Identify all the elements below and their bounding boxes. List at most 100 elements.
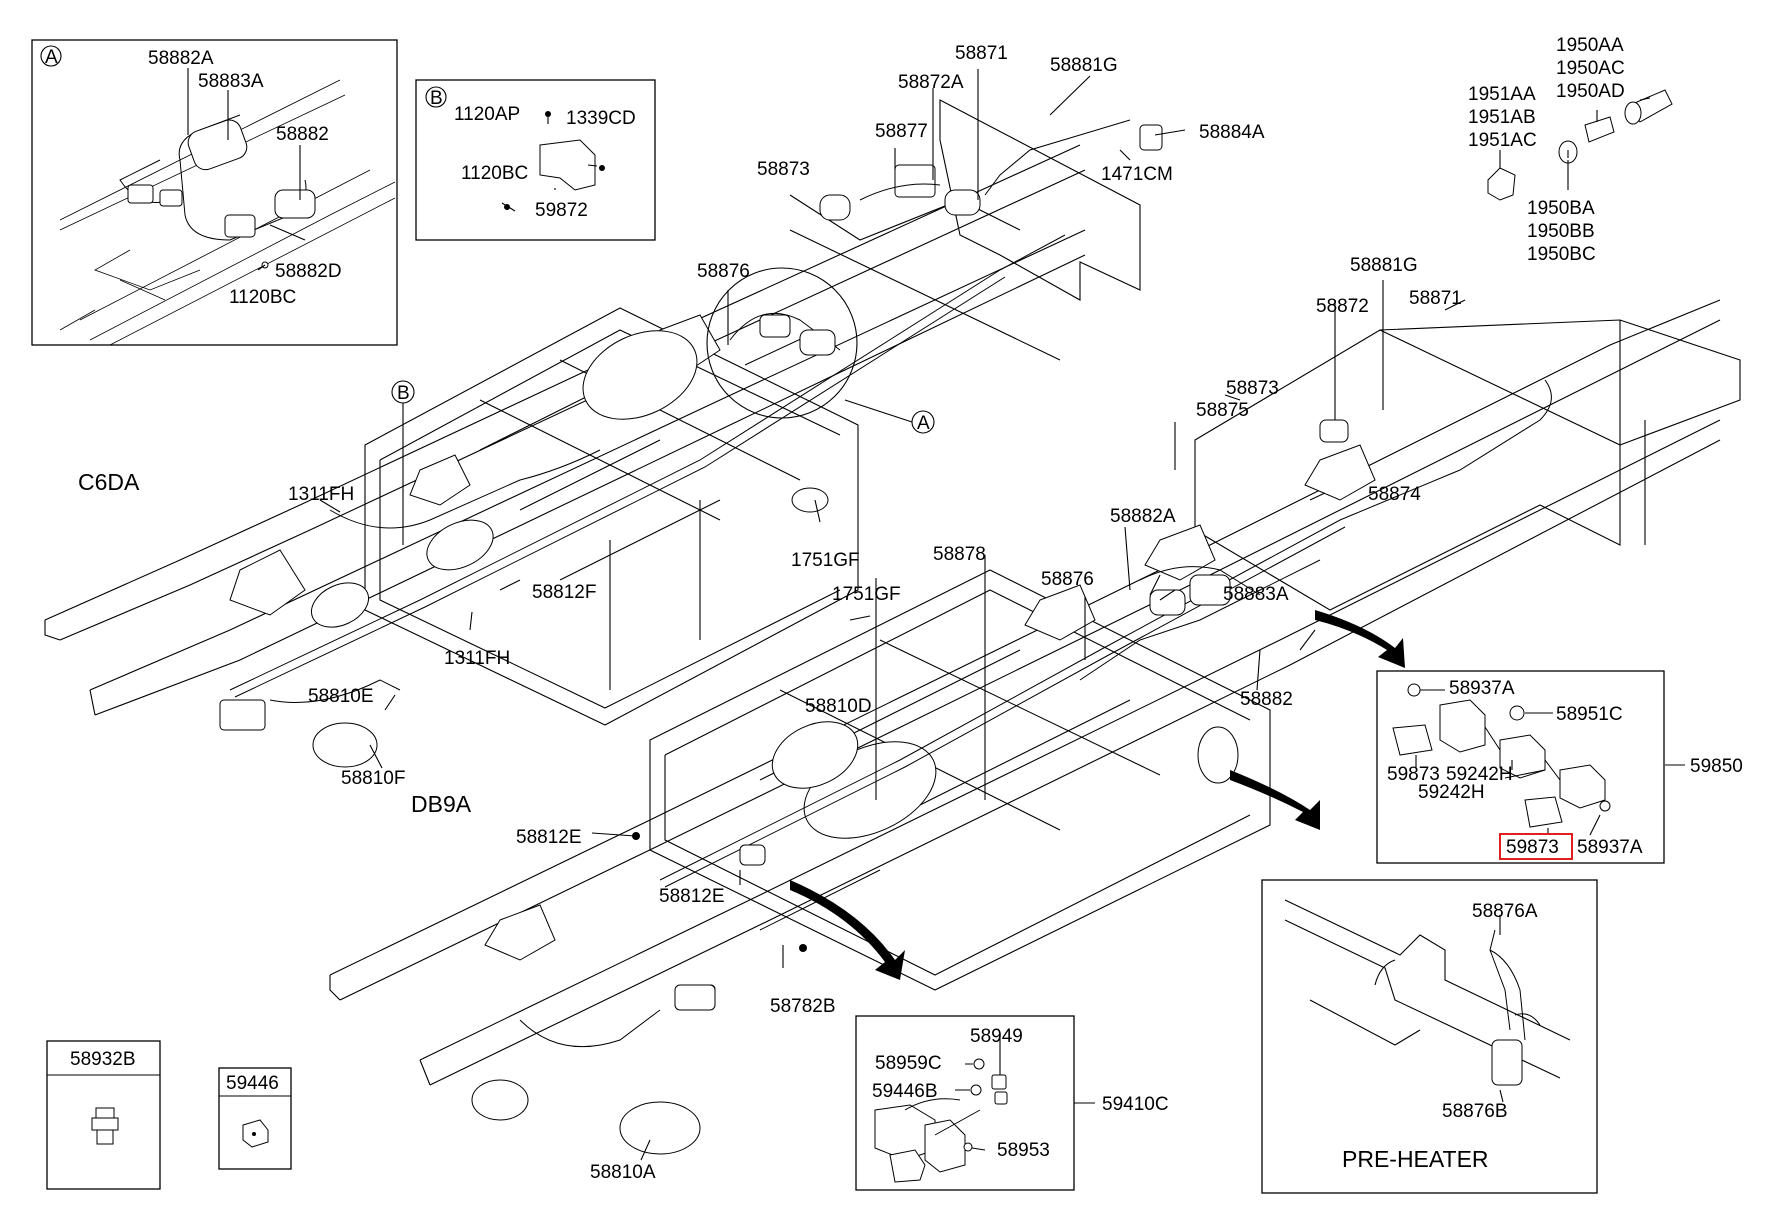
db9a-label-58881g: 58881G: [1350, 255, 1418, 276]
inset-a: A 58882A 58883A 58882 58882D 1120BC: [31, 39, 398, 346]
chassis-c6da: B A C6DA 58871 58881G 58872A 58877 58884…: [44, 43, 1265, 789]
inset-b-label-1339cd: 1339CD: [566, 108, 636, 129]
c6da-air-tank: [582, 330, 698, 420]
inset-a-label-1120bc: 1120BC: [229, 287, 296, 308]
box-59410c: 58949 58959C 59446B 58953 59410C: [855, 1015, 1169, 1191]
fittings-label-1950aa: 1950AA: [1556, 35, 1624, 56]
db9a-label-58883a: 58883A: [1223, 584, 1289, 605]
valve-label-59242h-upper: 59242H: [1446, 764, 1513, 785]
valve-label-59873-left: 59873: [1387, 764, 1440, 785]
valve-label-59242h-lower: 59242H: [1418, 782, 1485, 803]
inset-b: B 1120AP 1339CD 1120BC 59872: [415, 79, 656, 241]
pre-heater-frame: [1261, 879, 1598, 1194]
fittings-label-1950ad: 1950AD: [1556, 81, 1625, 102]
c6da-label-58877: 58877: [875, 121, 928, 142]
c6da-label-58810e: 58810E: [308, 686, 374, 707]
inset-a-frame: [31, 39, 398, 346]
c6da-label-58881g: 58881G: [1050, 55, 1118, 76]
inset-b-frame: [415, 79, 656, 241]
arrow-icon: [1315, 610, 1405, 668]
pre-heater-component: [1491, 1039, 1523, 1086]
db9a-label-1751gf: 1751GF: [832, 584, 901, 605]
pre-heater-label-58876a: 58876A: [1472, 901, 1538, 922]
inset-b-marker: B: [430, 88, 443, 109]
pre-heater-label-58876b: 58876B: [1442, 1101, 1508, 1122]
c6da-label-58884a: 58884A: [1199, 122, 1265, 143]
db9a-label-58871: 58871: [1409, 288, 1462, 309]
c6da-label-58812f: 58812F: [532, 582, 596, 603]
valve-label-58951c: 58951C: [1556, 704, 1623, 725]
db9a-label-58876: 58876: [1041, 569, 1094, 590]
db9a-label-58872: 58872: [1316, 296, 1369, 317]
c6da-label-58810f: 58810F: [341, 768, 405, 789]
fittings-label-1950ba: 1950BA: [1527, 198, 1595, 219]
db9a-label-58812e-upper: 58812E: [516, 827, 582, 848]
inset-b-label-59872: 59872: [535, 200, 588, 221]
fittings-label-1950bb: 1950BB: [1527, 221, 1595, 242]
callout-a: A: [917, 413, 930, 434]
inset-a-label-58882d: 58882D: [275, 261, 342, 282]
highlight-59873-box: [1499, 833, 1573, 860]
valve-label-58937a-top: 58937A: [1449, 678, 1515, 699]
db9a-label-58873: 58873: [1226, 378, 1279, 399]
box-58932b-label: 58932B: [70, 1049, 136, 1070]
db9a-label-58875: 58875: [1196, 400, 1249, 421]
bracket-drawing: [539, 139, 596, 191]
db9a-label-58874: 58874: [1368, 484, 1421, 505]
db9a-label-58878: 58878: [933, 544, 986, 565]
db9a-label-58810d: 58810D: [805, 696, 872, 717]
inset-b-label-1120bc: 1120BC: [461, 163, 528, 184]
inset-a-marker: A: [45, 47, 58, 68]
inset-b-label-1120ap: 1120AP: [454, 104, 520, 125]
box-59410c-label-58959c: 58959C: [875, 1053, 942, 1074]
box-58932b-frame: [46, 1040, 161, 1190]
box-59446: 59446: [218, 1067, 292, 1170]
box-59410c-assembly-label: 59410C: [1102, 1094, 1169, 1115]
fitting-nut-icon: [1487, 167, 1516, 201]
db9a-label-58882: 58882: [1240, 689, 1293, 710]
fittings-label-1950bc: 1950BC: [1527, 244, 1596, 265]
callout-b: B: [397, 383, 410, 404]
c6da-label-58873: 58873: [757, 159, 810, 180]
fitting-sleeve-icon: [1584, 116, 1615, 143]
db9a-model-label: DB9A: [411, 791, 472, 817]
c6da-label-1311fh-lower: 1311FH: [444, 648, 510, 669]
fittings-label-1951ac: 1951AC: [1468, 130, 1537, 151]
db9a-label-58812e-lower: 58812E: [659, 886, 725, 907]
box-59410c-label-58953: 58953: [997, 1140, 1050, 1161]
connector-icon: [95, 1107, 115, 1119]
inset-b-marker-circle: [425, 86, 447, 108]
c6da-label-1471cm: 1471CM: [1101, 164, 1173, 185]
db9a-label-58782b: 58782B: [770, 996, 836, 1017]
box-58932b: 58932B: [46, 1040, 161, 1190]
arrow-icon: [1230, 770, 1320, 830]
pre-heater-box: 58876A 58876B PRE-HEATER: [1261, 879, 1598, 1194]
c6da-label-58876: 58876: [697, 261, 750, 282]
valve-assembly-label-59850: 59850: [1690, 756, 1743, 777]
db9a-pre-tank: [1197, 726, 1239, 784]
valve-label-59873-highlighted[interactable]: 59873: [1506, 837, 1559, 858]
inset-a-marker-circle: [40, 45, 62, 67]
c6da-model-label: C6DA: [78, 469, 140, 495]
c6da-label-1311fh-upper: 1311FH: [288, 484, 354, 505]
fittings-label-1951ab: 1951AB: [1468, 107, 1536, 128]
fittings-label-1951aa: 1951AA: [1468, 84, 1536, 105]
c6da-label-1751gf: 1751GF: [791, 550, 860, 571]
inset-a-label-58882a: 58882A: [148, 48, 214, 69]
box-59446-label: 59446: [226, 1073, 279, 1094]
valve-assembly-box: 58937A 58951C 59873 59242H 59242H 59873 …: [1376, 670, 1743, 864]
box-59410c-label-58949: 58949: [970, 1026, 1023, 1047]
fittings-group: 1950AA 1950AC 1950AD 1951AA 1951AB 1951A…: [1468, 35, 1673, 265]
inset-a-label-58882: 58882: [276, 124, 329, 145]
inset-a-label-58883a: 58883A: [198, 71, 264, 92]
valve-label-58937a-bottom: 58937A: [1577, 837, 1643, 858]
pre-heater-caption: PRE-HEATER: [1342, 1146, 1489, 1172]
db9a-label-58810a: 58810A: [590, 1162, 656, 1183]
arrow-icon: [790, 880, 905, 980]
db9a-label-58882a: 58882A: [1110, 506, 1176, 527]
c6da-label-58872a: 58872A: [898, 72, 964, 93]
box-59446-frame: [218, 1067, 292, 1170]
c6da-label-58871: 58871: [955, 43, 1008, 64]
c6da-valve-58877: [894, 164, 936, 198]
